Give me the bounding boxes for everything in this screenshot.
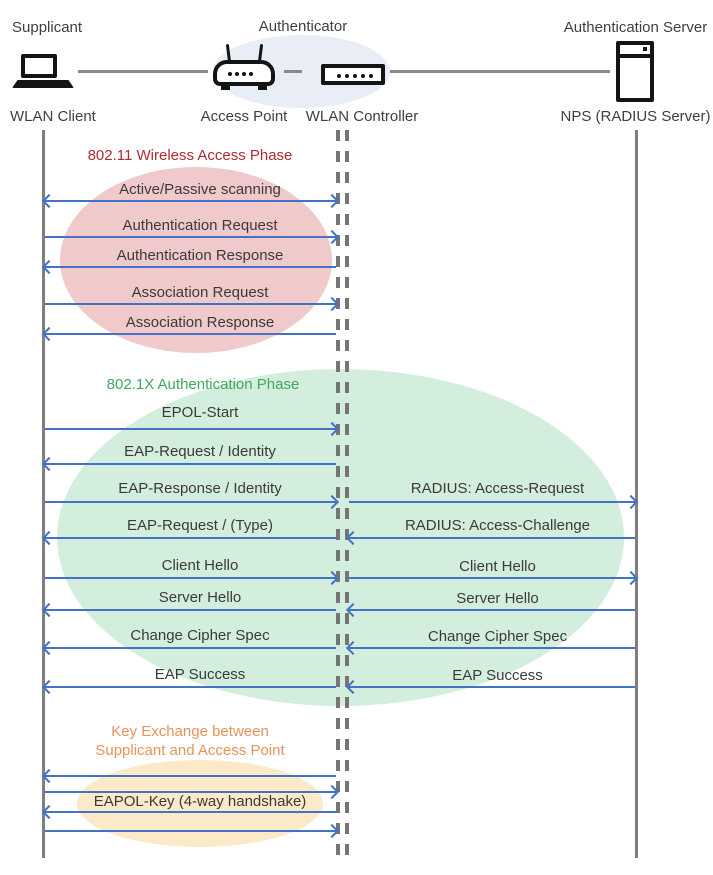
- message-label: Client Hello: [459, 558, 536, 575]
- message-arrow-left: [349, 686, 635, 688]
- lifeline-wlan-controller-left: [336, 130, 340, 858]
- lifeline-wlan-client: [42, 130, 45, 858]
- message-arrow-left: [45, 266, 336, 268]
- connector-client-ap: [78, 70, 208, 73]
- message-arrow-left: [45, 537, 336, 539]
- ap-body: [213, 60, 275, 86]
- message-label: EAP-Request / Identity: [124, 443, 276, 460]
- message-arrow-left: [45, 686, 336, 688]
- message-arrow-left: [349, 609, 635, 611]
- message-label: EAP Success: [154, 666, 246, 683]
- node-label-access-point: Access Point: [200, 108, 288, 125]
- message-arrow-both: [45, 200, 336, 202]
- server-box: [616, 41, 654, 102]
- message-label: EAP-Request / (Type): [127, 517, 273, 534]
- message-arrow-left: [45, 647, 336, 649]
- node-label-nps: NPS (RADIUS Server): [560, 108, 711, 125]
- role-authentication-server: Authentication Server: [563, 19, 708, 36]
- message-label: EAP Success: [452, 667, 543, 684]
- message-arrow-right: [45, 577, 336, 579]
- message-label: Change Cipher Spec: [130, 627, 270, 644]
- laptop-screen: [21, 54, 57, 78]
- phase-title-key-exchange: Key Exchange between Supplicant and Acce…: [45, 722, 335, 760]
- message-label: Authentication Response: [116, 247, 284, 264]
- message-label: Change Cipher Spec: [427, 628, 568, 645]
- connector-ap-wlc: [284, 70, 302, 73]
- phase-title-8021x: 802.1X Authentication Phase: [106, 376, 300, 393]
- ap-leds: [228, 72, 232, 76]
- message-arrow-left: [45, 811, 336, 813]
- phase-ellipse-80211: [60, 167, 332, 353]
- message-arrow-left: [45, 463, 336, 465]
- ap-foot-left: [221, 85, 230, 90]
- connector-wlc-server: [390, 70, 610, 73]
- message-arrow-right: [45, 428, 336, 430]
- message-arrow-right: [45, 303, 336, 305]
- message-arrow-right: [349, 501, 635, 503]
- message-label: Client Hello: [161, 557, 239, 574]
- server-divider: [619, 54, 651, 58]
- message-label: EPOL-Start: [161, 404, 239, 421]
- message-label: Authentication Request: [122, 217, 278, 234]
- message-arrow-left: [45, 333, 336, 335]
- wlan-controller-icon: [321, 64, 385, 85]
- node-label-wlan-controller: WLAN Controller: [305, 108, 419, 125]
- role-authenticator: Authenticator: [258, 18, 348, 35]
- laptop-icon: [12, 53, 78, 91]
- wlc-box: [321, 64, 385, 85]
- server-led: [643, 47, 647, 51]
- message-arrow-left: [349, 537, 635, 539]
- message-label: RADIUS: Access-Request: [410, 480, 585, 497]
- lifeline-nps-server: [635, 130, 638, 858]
- access-point-icon: [212, 43, 278, 92]
- message-label: Association Request: [131, 284, 269, 301]
- message-arrow-right: [45, 236, 336, 238]
- message-label: Active/Passive scanning: [119, 181, 281, 198]
- ap-foot-right: [258, 85, 267, 90]
- message-label: EAPOL-Key (4-way handshake): [93, 793, 307, 810]
- role-supplicant: Supplicant: [12, 19, 83, 36]
- phase-title-80211: 802.11 Wireless Access Phase: [87, 147, 293, 164]
- message-label: Server Hello: [158, 589, 242, 606]
- message-arrow-left: [349, 647, 635, 649]
- message-label: EAP-Response / Identity: [118, 480, 282, 497]
- lifeline-wlan-controller-right: [345, 130, 349, 858]
- message-arrow-left: [45, 609, 336, 611]
- phase-title-key-exchange-line2: Supplicant and Access Point: [95, 742, 285, 759]
- message-arrow-right: [45, 830, 336, 832]
- message-label: Association Response: [125, 314, 275, 331]
- laptop-base: [12, 80, 74, 88]
- message-arrow-right: [45, 791, 336, 793]
- server-icon: [616, 41, 654, 102]
- phase-title-key-exchange-line1: Key Exchange between: [111, 723, 269, 740]
- message-arrow-right: [349, 577, 635, 579]
- message-arrow-left: [45, 775, 336, 777]
- node-label-wlan-client: WLAN Client: [10, 108, 96, 125]
- wlc-leds: [337, 74, 341, 78]
- message-label: Server Hello: [456, 590, 539, 607]
- message-arrow-right: [45, 501, 336, 503]
- message-label: RADIUS: Access-Challenge: [404, 517, 591, 534]
